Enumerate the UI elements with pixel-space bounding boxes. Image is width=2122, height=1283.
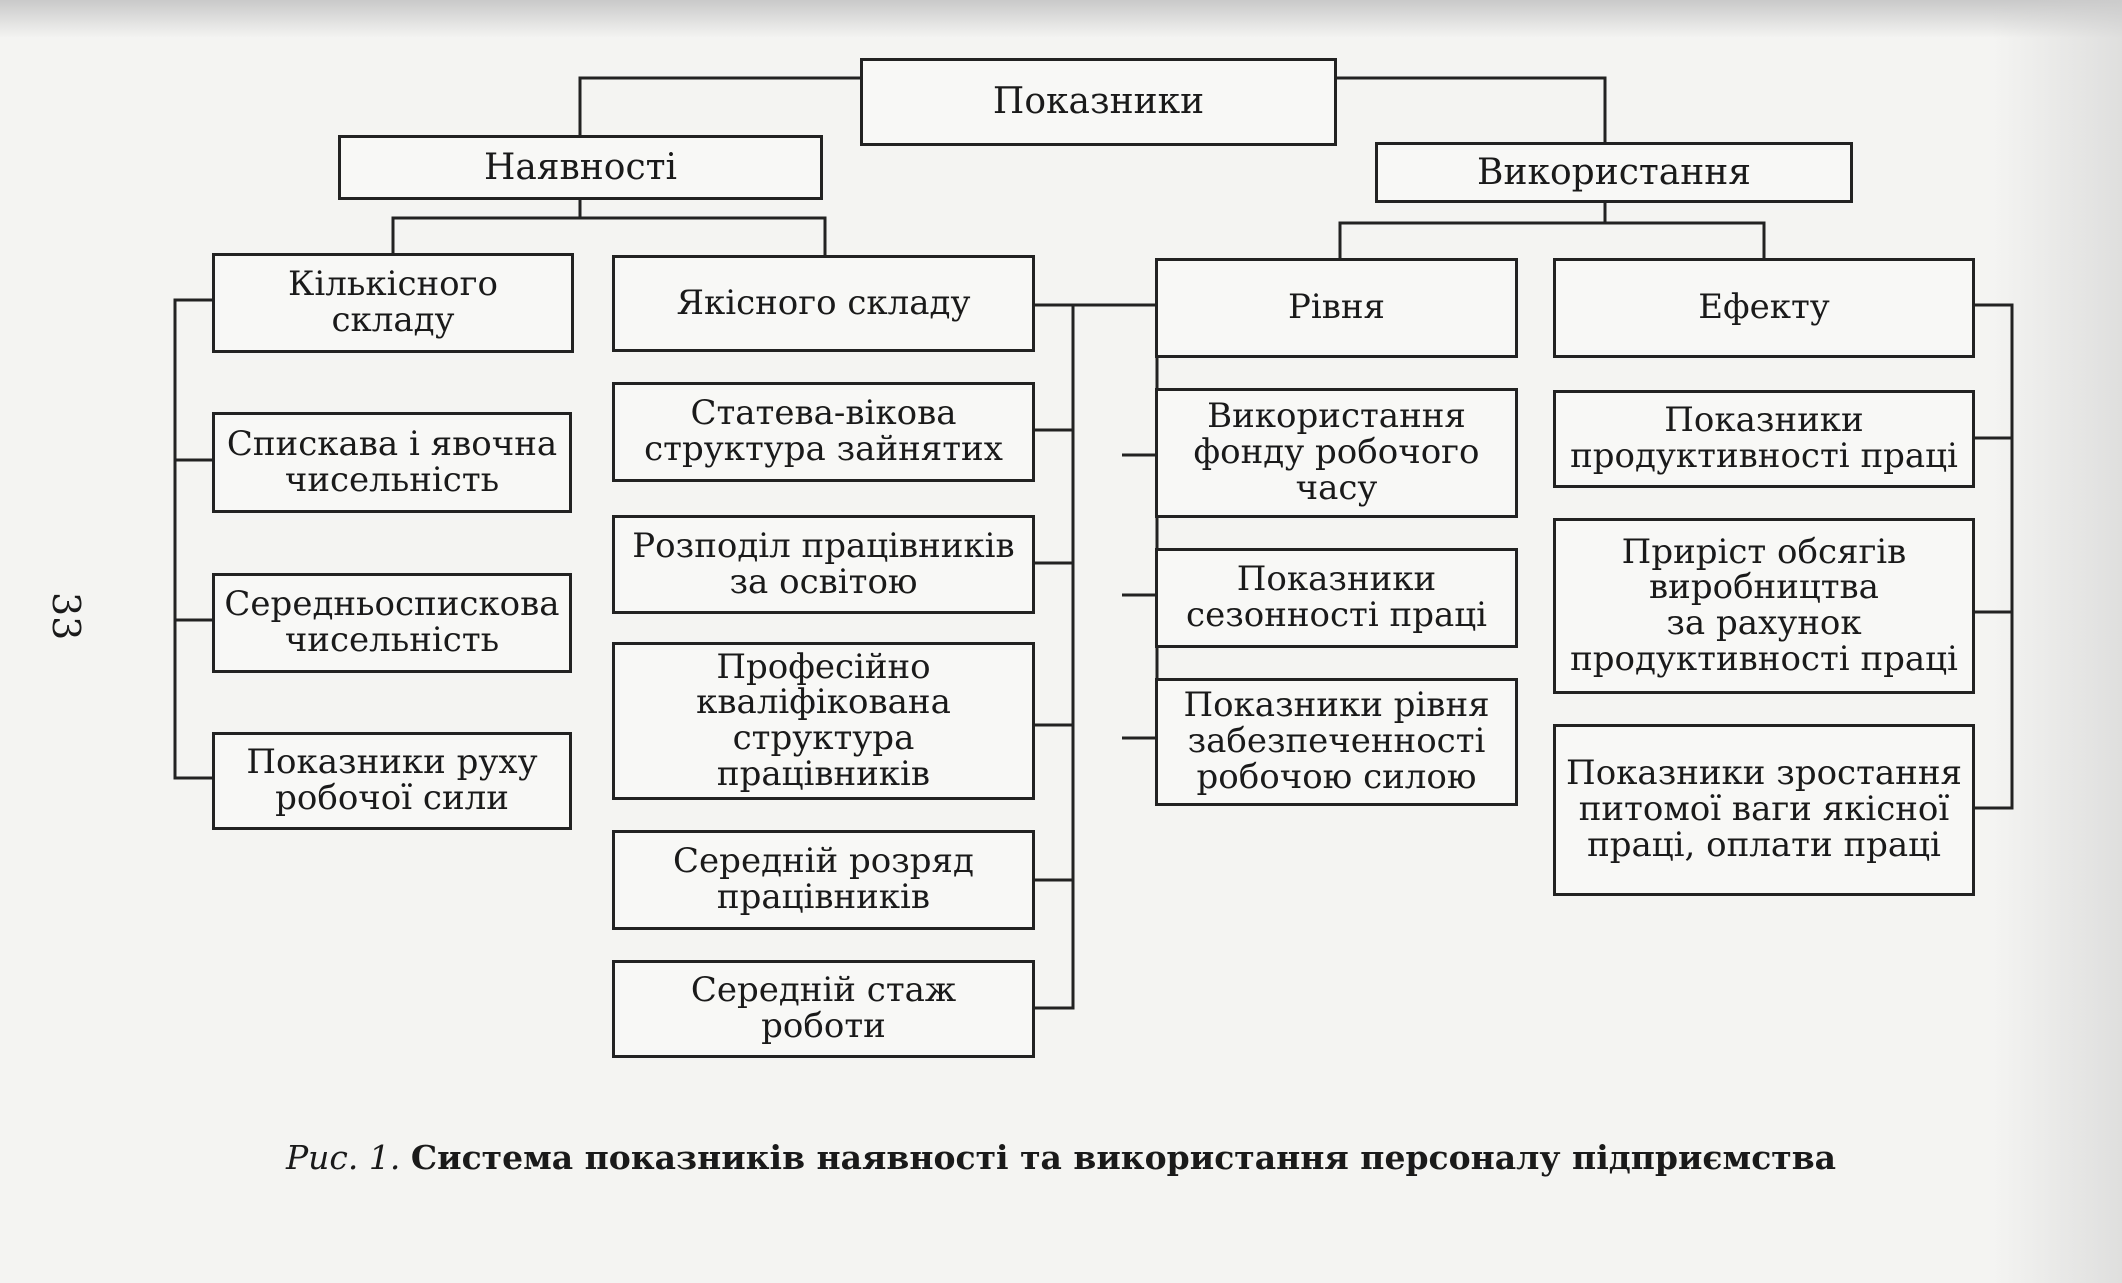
quantitative-item-workforce-movement: Показники руху робочої сили xyxy=(212,732,572,830)
usage-box: Використання xyxy=(1375,142,1853,203)
level-item-workforce-provision: Показники рівня забезпеченності робочою … xyxy=(1155,678,1518,806)
connector-usage-children xyxy=(1338,203,1766,258)
root-box-indicators: Показники xyxy=(860,58,1337,146)
scan-shadow-top xyxy=(0,0,2122,38)
quantitative-item-headcount: Спискава і явочна чисельність xyxy=(212,412,572,513)
connector-effect-bracket xyxy=(1975,303,2014,810)
effect-item-qualified-labor-growth: Показники зростання питомої ваги якісної… xyxy=(1553,724,1975,896)
quantitative-composition-box: Кількісного складу xyxy=(212,253,574,353)
qualitative-item-average-experience: Середній стаж роботи xyxy=(612,960,1035,1058)
qualitative-item-education: Розподіл працівників за освітою xyxy=(612,515,1035,614)
figure-caption: Рис. 1. Система показників наявності та … xyxy=(0,1138,2122,1177)
availability-box: Наявності xyxy=(338,135,823,200)
connector-qualitative-bracket xyxy=(1035,303,1075,1010)
effect-box: Ефекту xyxy=(1553,258,1975,358)
figure-title: Система показників наявності та використ… xyxy=(410,1138,1837,1177)
connector-quantitative-bracket xyxy=(173,298,212,780)
effect-item-labor-productivity: Показники продуктивності праці xyxy=(1553,390,1975,488)
qualitative-item-qualification-structure: Професійно кваліфікована структура праці… xyxy=(612,642,1035,800)
connector-root-usage xyxy=(1337,76,1607,142)
quantitative-item-average-headcount: Середньоспискова чисельність xyxy=(212,573,572,673)
qualitative-item-sex-age-structure: Статева-вікова структура зайнятих xyxy=(612,382,1035,482)
effect-item-production-growth: Приріст обсягів виробництва за рахунок п… xyxy=(1553,518,1975,694)
level-box: Рівня xyxy=(1155,258,1518,358)
qualitative-composition-box: Якісного складу xyxy=(612,255,1035,352)
connector-availability-children xyxy=(391,200,827,255)
qualitative-item-average-grade: Середній розряд працівників xyxy=(612,830,1035,930)
level-item-working-time-fund: Використання фонду робочого часу xyxy=(1155,388,1518,518)
connector-level-bracket xyxy=(1122,305,1159,740)
level-item-seasonality: Показники сезонності праці xyxy=(1155,548,1518,648)
scan-shadow-right xyxy=(1992,0,2122,1283)
connector-root-availability xyxy=(578,76,860,135)
figure-number: Рис. 1. xyxy=(285,1138,401,1177)
